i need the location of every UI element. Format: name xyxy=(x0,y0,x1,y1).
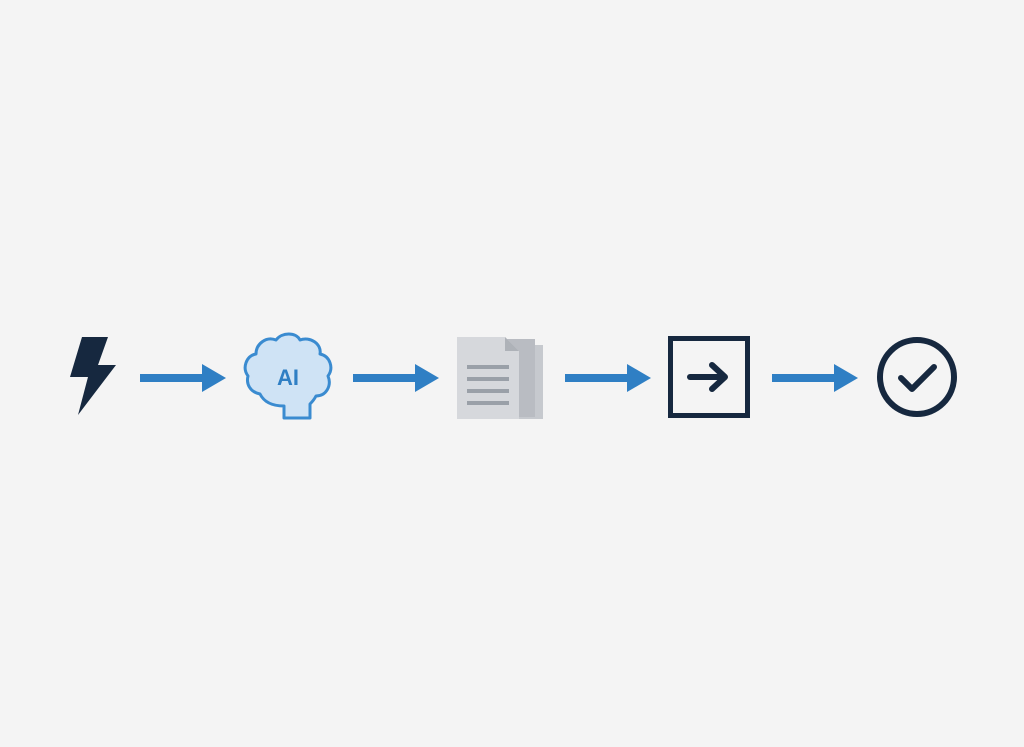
flow-arrow-2 xyxy=(353,364,439,392)
ai-brain-icon: AI xyxy=(243,332,333,420)
flow-arrow-4 xyxy=(772,364,858,392)
check-circle-icon xyxy=(876,336,958,418)
flow-arrow-3 xyxy=(565,364,651,392)
boxed-arrow-right-icon xyxy=(668,336,750,418)
document-stack-icon xyxy=(457,333,547,421)
flow-arrow-1 xyxy=(140,364,226,392)
lightning-bolt-icon xyxy=(68,337,120,415)
ai-label: AI xyxy=(277,365,299,390)
